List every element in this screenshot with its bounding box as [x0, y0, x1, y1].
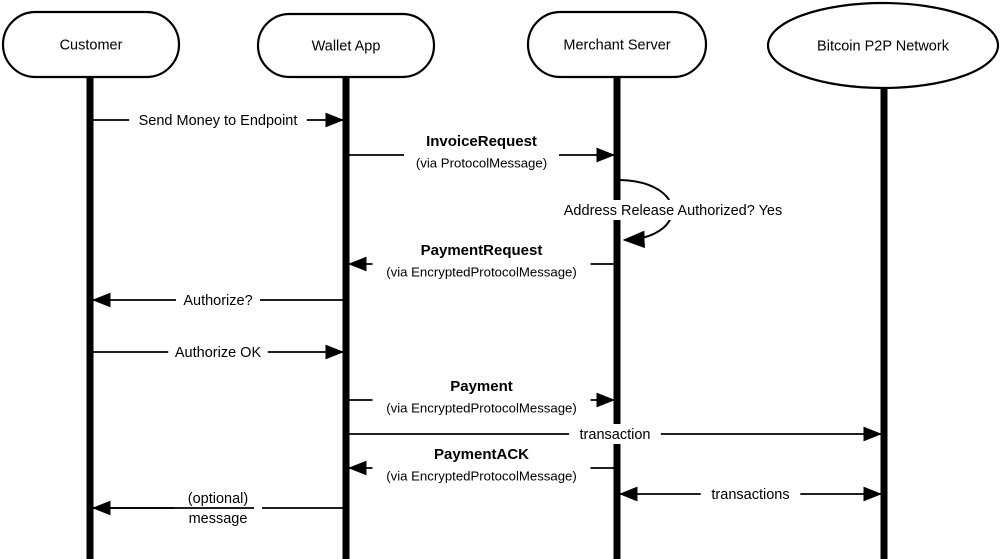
message-label-authorize-ok: Authorize OK [175, 345, 262, 361]
message-label-payment: Payment [450, 378, 513, 395]
message-label-transactions: transactions [711, 487, 789, 503]
label-backing-payment [372, 398, 591, 420]
message-payment-request[interactable]: PaymentRequest (via EncryptedProtocolMess… [347, 242, 614, 284]
lifelines-group [86, 75, 888, 559]
message-label-payment-ack: PaymentACK [434, 446, 529, 463]
message-optional-message[interactable]: (optional) message [91, 488, 343, 528]
participant-customer[interactable]: Customer [1, 10, 181, 79]
participant-merchant[interactable]: Merchant Server [526, 10, 708, 79]
participant-label-customer: Customer [60, 37, 123, 53]
label-backing-invoice-request [404, 153, 559, 175]
participant-label-wallet: Wallet App [312, 38, 381, 54]
message-payment[interactable]: Payment (via EncryptedProtocolMessage) [349, 378, 616, 420]
label-backing-authorize-ok [168, 342, 268, 362]
participant-bitcoin[interactable]: Bitcoin P2P Network [766, 1, 1000, 90]
message-send-money[interactable]: Send Money to Endpoint [93, 110, 345, 130]
message-label-address-release-authorized: Address Release Authorized? Yes [564, 203, 782, 219]
message-label-send-money: Send Money to Endpoint [139, 113, 298, 129]
participant-ellipse-bitcoin [766, 1, 1000, 90]
message-label-invoice-request: InvoiceRequest [426, 133, 537, 150]
participant-rounded-rect-merchant [526, 10, 708, 79]
label-backing-payment-ack [372, 466, 591, 488]
participant-wallet[interactable]: Wallet App [256, 12, 436, 79]
lifeline-bitcoin [880, 86, 888, 559]
lifeline-customer [86, 75, 94, 559]
label-backing-address-release-authorized [555, 200, 791, 220]
message-sublabel-payment-request: (via EncryptedProtocolMessage) [386, 264, 577, 279]
lifeline-merchant [613, 75, 621, 559]
lifeline-wallet [342, 75, 350, 559]
message-label-transaction: transaction [580, 427, 651, 443]
message-label-payment-request: PaymentRequest [421, 242, 543, 259]
label-backing-authorize-query [176, 290, 260, 310]
message-sublabel-payment-ack: (via EncryptedProtocolMessage) [386, 468, 577, 483]
participant-heads-group: Customer Wallet App Merchant Server Bitcoin… [1, 1, 1000, 90]
participant-label-bitcoin: Bitcoin P2P Network [817, 38, 950, 54]
message-authorize-query[interactable]: Authorize? [91, 290, 343, 310]
label-backing-send-money [129, 110, 307, 130]
message-authorize-ok[interactable]: Authorize OK [93, 342, 345, 362]
message-label-authorize-query: Authorize? [183, 293, 252, 309]
label-backing-transactions [700, 484, 801, 504]
participant-rounded-rect-wallet [256, 12, 436, 79]
message-sublabel-invoice-request: (via ProtocolMessage) [416, 155, 547, 170]
label-backing-transaction [569, 424, 661, 444]
participant-rounded-rect-customer [1, 10, 181, 79]
message-sublabel-payment: (via EncryptedProtocolMessage) [386, 400, 577, 415]
message-invoice-request[interactable]: InvoiceRequest (via ProtocolMessage) [349, 133, 616, 175]
message-payment-ack[interactable]: PaymentACK (via EncryptedProtocolMessage) [347, 446, 614, 488]
message-transaction[interactable]: transaction [349, 424, 883, 444]
message-transactions[interactable]: transactions [618, 484, 883, 504]
label-backing-payment-request [372, 262, 591, 284]
message-label-optional-message: (optional) [188, 491, 248, 507]
participant-label-merchant: Merchant Server [563, 37, 670, 53]
message-sublabel-optional-message: message [189, 511, 248, 527]
message-address-release-authorized[interactable]: Address Release Authorized? Yes [555, 179, 791, 249]
